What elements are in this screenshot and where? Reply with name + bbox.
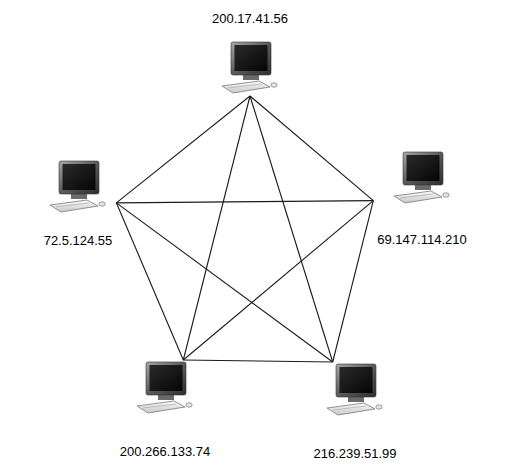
- computer-node: 72.5.124.55: [40, 159, 117, 248]
- network-link: [183, 360, 332, 362]
- computer-icon: [324, 362, 386, 418]
- network-link: [250, 96, 333, 362]
- computer-figure: [134, 360, 196, 416]
- computer-icon: [219, 40, 281, 96]
- network-link: [250, 96, 373, 201]
- ip-address: 72.5.124.55: [44, 233, 113, 248]
- ip-address: 200.266.133.74: [120, 444, 210, 459]
- computer-figure: [391, 150, 453, 206]
- ip-address: 216.239.51.99: [313, 446, 396, 461]
- computer-node: 200.17.41.56: [208, 11, 292, 96]
- computer-icon: [134, 360, 196, 416]
- network-link: [116, 203, 332, 362]
- computer-figure: [324, 362, 386, 418]
- network-link: [116, 203, 183, 360]
- computer-node: 69.147.114.210: [373, 150, 470, 247]
- ip-address: 200.17.41.56: [212, 11, 288, 26]
- network-link: [116, 96, 250, 203]
- network-link: [183, 96, 250, 360]
- network-link: [116, 201, 373, 203]
- computer-icon: [47, 159, 109, 215]
- computer-node: 216.239.51.99: [309, 362, 400, 461]
- ip-address: 69.147.114.210: [377, 232, 466, 247]
- computer-icon: [391, 150, 453, 206]
- computer-figure: [219, 40, 281, 96]
- computer-figure: [47, 159, 109, 215]
- network-link: [183, 201, 373, 360]
- network-link: [333, 201, 374, 362]
- computer-node: 200.266.133.74: [116, 360, 214, 459]
